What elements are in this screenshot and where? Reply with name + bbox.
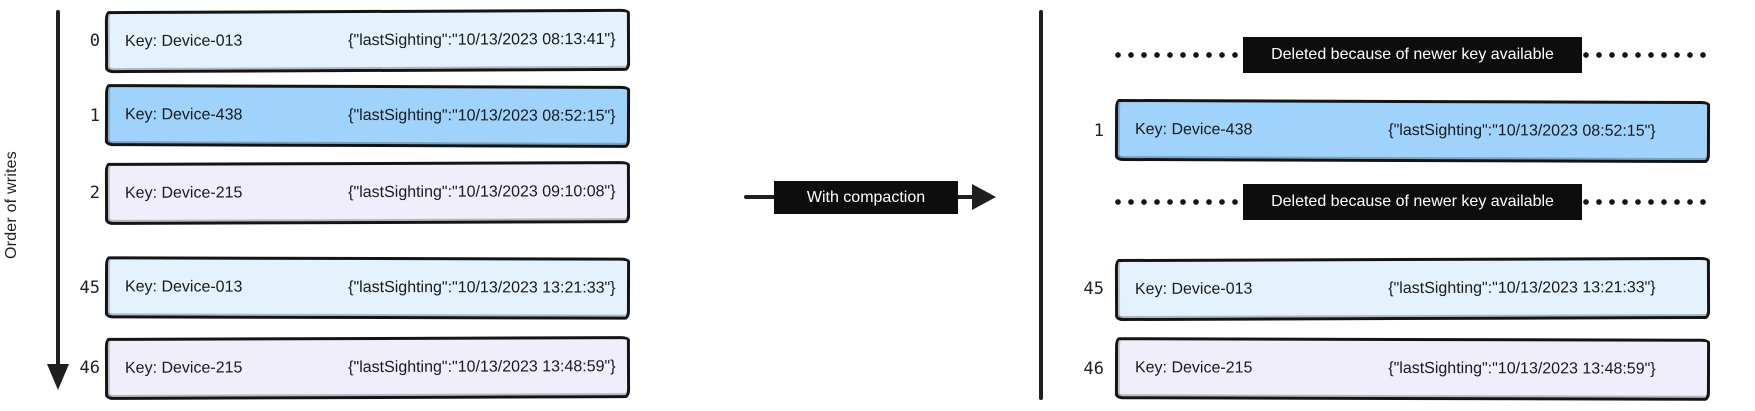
- record-key: Key: Device-013: [124, 32, 243, 51]
- record-key: Key: Device-438: [124, 106, 243, 124]
- left-row-index-45: 45: [79, 278, 100, 298]
- right-arrow-icon: [972, 184, 996, 210]
- left-record-46: Key: Device-215 {"lastSighting":"10/13/2…: [104, 336, 631, 400]
- right-row-index-1: 1: [1093, 121, 1104, 141]
- record-key: Key: Device-215: [1134, 359, 1253, 377]
- record-key: Key: Device-013: [1134, 280, 1253, 298]
- right-record-45: Key: Device-013 {"lastSighting":"10/13/2…: [1114, 256, 1711, 322]
- record-value: {"lastSighting":"10/13/2023 13:21:33"}: [348, 278, 616, 297]
- record-value: {"lastSighting":"10/13/2023 08:13:41"}: [348, 30, 616, 50]
- left-record-2: Key: Device-215 {"lastSighting":"10/13/2…: [104, 161, 631, 225]
- compacted-log-boundary-line: [1039, 10, 1043, 400]
- record-value: {"lastSighting":"10/13/2023 13:48:59"}: [1388, 359, 1656, 378]
- record-value: {"lastSighting":"10/13/2023 13:48:59"}: [348, 358, 616, 377]
- left-record-45: Key: Device-013 {"lastSighting":"10/13/2…: [104, 256, 631, 320]
- order-of-writes-axis-line: [56, 10, 60, 368]
- right-record-46: Key: Device-215 {"lastSighting":"10/13/2…: [1114, 337, 1711, 401]
- deleted-row-label: Deleted because of newer key available: [1243, 37, 1582, 73]
- order-of-writes-label: Order of writes: [3, 151, 20, 259]
- deleted-row-2: Deleted because of newer key available: [1115, 184, 1710, 220]
- record-key: Key: Device-215: [124, 359, 243, 377]
- record-value: {"lastSighting":"10/13/2023 13:21:33"}: [1388, 279, 1656, 298]
- record-value: {"lastSighting":"10/13/2023 08:52:15"}: [1388, 121, 1656, 140]
- left-record-1: Key: Device-438 {"lastSighting":"10/13/2…: [104, 84, 631, 148]
- down-arrow-icon: [47, 364, 69, 390]
- right-row-index-45: 45: [1083, 279, 1104, 299]
- record-key: Key: Device-013: [124, 278, 243, 296]
- record-value: {"lastSighting":"10/13/2023 09:10:08"}: [348, 183, 616, 202]
- left-row-index-46: 46: [79, 358, 100, 378]
- right-record-1: Key: Device-438 {"lastSighting":"10/13/2…: [1114, 98, 1711, 164]
- left-row-index-2: 2: [89, 183, 100, 203]
- with-compaction-label: With compaction: [774, 181, 958, 214]
- record-key: Key: Device-215: [124, 184, 243, 202]
- left-record-0: Key: Device-013 {"lastSighting":"10/13/2…: [104, 8, 631, 74]
- deleted-row-label: Deleted because of newer key available: [1243, 184, 1582, 220]
- record-key: Key: Device-438: [1134, 121, 1253, 139]
- deleted-row-0: Deleted because of newer key available: [1115, 37, 1710, 73]
- left-row-index-0: 0: [89, 31, 100, 51]
- left-row-index-1: 1: [89, 106, 100, 126]
- right-row-index-46: 46: [1083, 359, 1104, 379]
- record-value: {"lastSighting":"10/13/2023 08:52:15"}: [348, 106, 616, 125]
